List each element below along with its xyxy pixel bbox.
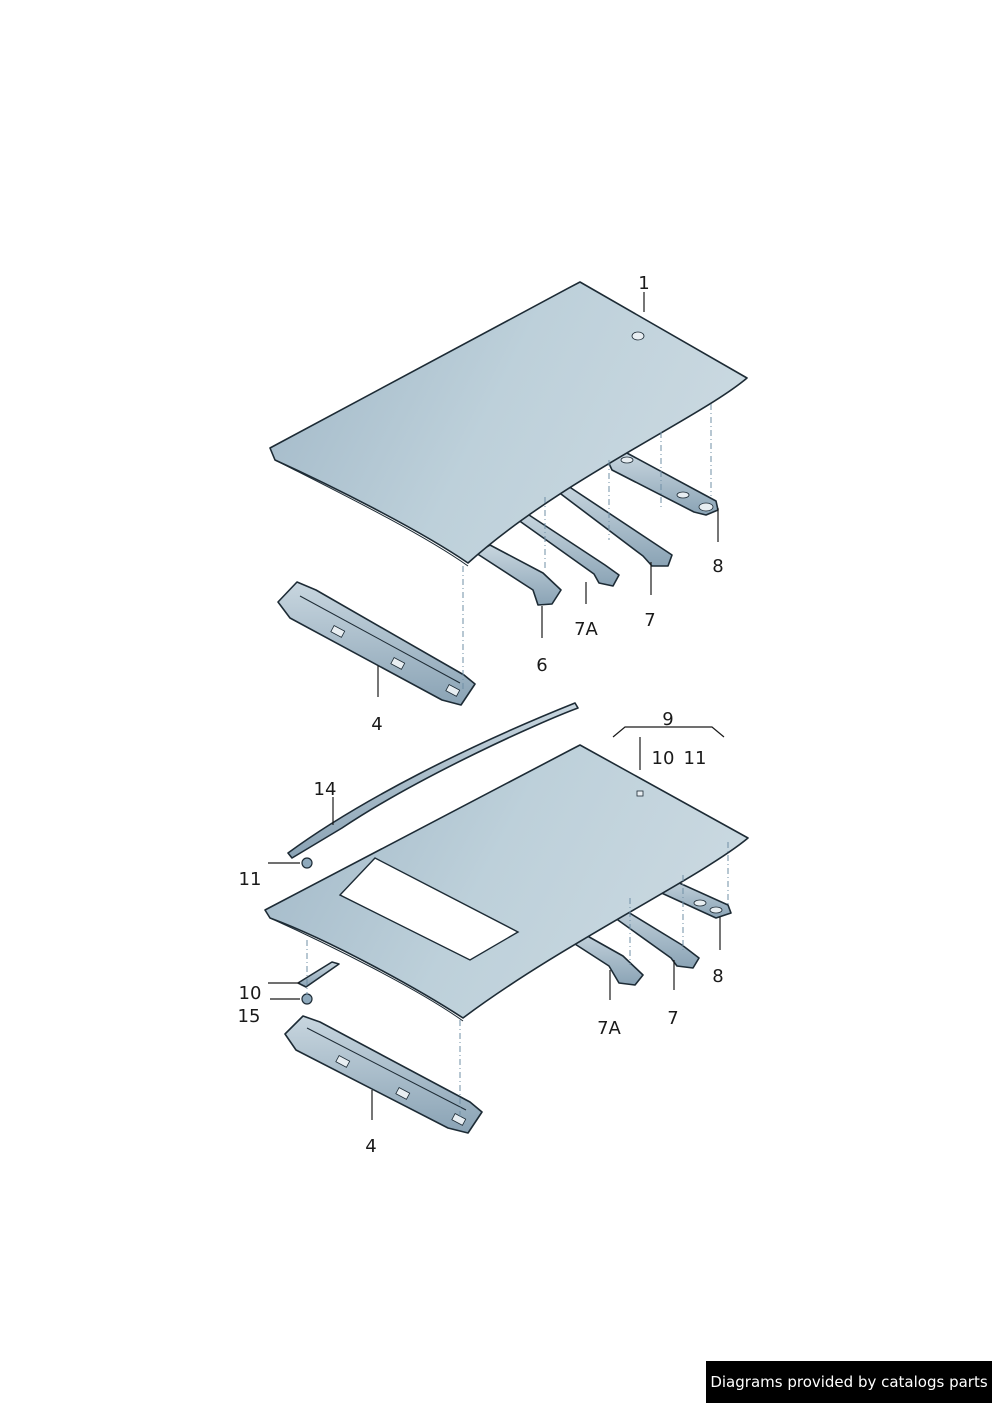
callout-7A: 7A — [574, 619, 598, 640]
bottom-cross-member-4 — [284, 1015, 483, 1134]
callout-7-bottom: 7 — [667, 1008, 678, 1029]
callout-8: 8 — [712, 556, 723, 577]
callout-8-bottom: 8 — [712, 966, 723, 987]
top-roof-panel — [269, 281, 748, 567]
callout-10-left: 10 — [239, 983, 262, 1004]
callout-7A-bottom: 7A — [597, 1018, 621, 1039]
bottom-roof-panel — [264, 744, 749, 1022]
clip-15 — [301, 993, 313, 1005]
callout-7: 7 — [644, 610, 655, 631]
bottom-assembly: 9 10 11 14 11 8 10 15 7 7A 4 — [238, 702, 749, 1157]
roof-rail-14 — [287, 702, 579, 859]
top-assembly: 1 8 7 7A 6 4 — [269, 273, 748, 735]
attribution-banner: Diagrams provided by catalogs parts — [706, 1361, 992, 1403]
callout-15: 15 — [238, 1006, 261, 1027]
callout-4: 4 — [371, 714, 382, 735]
top-bow-7A — [513, 512, 620, 587]
callout-1: 1 — [638, 273, 649, 294]
callout-10-top: 10 — [652, 748, 675, 769]
top-cross-member-4 — [277, 581, 476, 706]
top-bow-6 — [475, 544, 562, 606]
sunroof-opening — [338, 857, 520, 961]
roof-hole — [631, 331, 645, 341]
top-cross-member-8 — [605, 451, 719, 516]
callout-11-left: 11 — [239, 869, 262, 890]
callout-9: 9 — [662, 709, 673, 730]
callout-14: 14 — [314, 779, 337, 800]
seal-10 — [297, 961, 340, 988]
callout-6: 6 — [536, 655, 547, 676]
callout-4-bottom: 4 — [365, 1136, 376, 1157]
top-bow-7 — [552, 483, 673, 567]
clip-11 — [301, 857, 313, 869]
attribution-text: Diagrams provided by catalogs parts — [710, 1373, 988, 1391]
callout-11-top: 11 — [684, 748, 707, 769]
